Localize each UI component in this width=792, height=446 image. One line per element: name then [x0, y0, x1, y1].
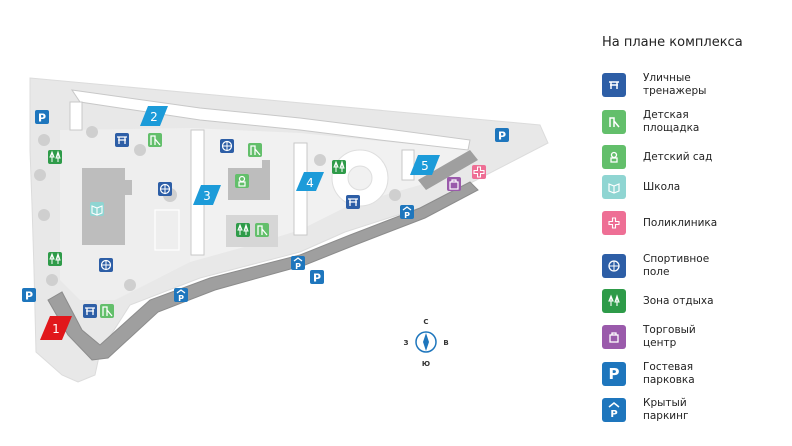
- legend-item-clinic[interactable]: Поликлиника: [602, 211, 723, 235]
- kindergarten-icon[interactable]: [234, 173, 250, 189]
- covered-parking-icon[interactable]: [399, 204, 415, 221]
- svg-text:P: P: [610, 409, 617, 419]
- legend-label: Школа: [643, 180, 681, 193]
- building-5: [401, 149, 415, 181]
- guest-parking-icon[interactable]: [310, 270, 324, 285]
- legend-item-guest-parking[interactable]: P Гостевая парковка: [602, 361, 723, 387]
- playground-icon[interactable]: [147, 132, 163, 148]
- legend-label: Детский сад: [643, 150, 713, 163]
- building-marker-2[interactable]: 2: [140, 106, 168, 126]
- building-number: 4: [306, 176, 314, 190]
- building-marker-1[interactable]: 1: [40, 316, 72, 340]
- covered-parking-icon[interactable]: [173, 287, 189, 304]
- sports-field-icon: [602, 254, 626, 278]
- street-workout-icon: [602, 73, 626, 97]
- building-number: 1: [52, 322, 60, 336]
- sports-field-icon[interactable]: [219, 138, 235, 154]
- building-marker-4[interactable]: 4: [296, 172, 324, 191]
- school-icon: [602, 175, 626, 199]
- shopping-icon: [602, 325, 626, 349]
- compass-east: В: [443, 339, 448, 347]
- shopping-icon[interactable]: [446, 176, 462, 192]
- sports-area: [226, 215, 278, 247]
- building-north-end: [69, 101, 83, 131]
- playground-icon[interactable]: [99, 303, 115, 319]
- building-number: 3: [203, 189, 211, 203]
- sports-field-icon[interactable]: [157, 181, 173, 197]
- compass-west: З: [404, 339, 409, 347]
- compass: С Ю З В: [404, 318, 449, 368]
- school-building: [82, 168, 132, 245]
- recreation-icon[interactable]: [331, 159, 347, 175]
- legend-item-playground[interactable]: Детская площадка: [602, 109, 723, 135]
- building-number: 5: [421, 159, 429, 173]
- legend-label: Торговый центр: [643, 324, 696, 349]
- legend-item-covered-parking[interactable]: P Крытый паркинг: [602, 397, 723, 423]
- street-workout-icon[interactable]: [114, 132, 130, 148]
- school-icon[interactable]: [89, 201, 105, 217]
- legend-label: Гостевая парковка: [643, 361, 695, 386]
- legend-label: Поликлиника: [643, 216, 718, 229]
- building-marker-3[interactable]: 3: [193, 185, 221, 205]
- legend-item-school[interactable]: Школа: [602, 175, 723, 199]
- recreation-icon[interactable]: [235, 222, 251, 238]
- clinic-icon: [602, 211, 626, 235]
- guest-parking-icon[interactable]: [35, 110, 49, 125]
- legend-item-sports-field[interactable]: Спортивное поле: [602, 253, 723, 279]
- kindergarten-icon: [602, 145, 626, 169]
- covered-parking-icon: P: [602, 398, 626, 422]
- compass-north: С: [423, 318, 428, 326]
- legend-label: Спортивное поле: [643, 253, 710, 278]
- recreation-icon[interactable]: [47, 251, 63, 267]
- legend-title: На плане комплекса: [602, 35, 743, 50]
- legend-label: Крытый паркинг: [643, 397, 689, 422]
- football-field: [154, 209, 180, 251]
- building-marker-5[interactable]: 5: [410, 155, 440, 175]
- guest-parking-icon[interactable]: [22, 288, 36, 303]
- legend-item-shopping[interactable]: Торговый центр: [602, 324, 723, 350]
- legend-item-kindergarten[interactable]: Детский сад: [602, 145, 723, 169]
- playground-icon[interactable]: [247, 142, 263, 158]
- building-number: 2: [150, 110, 158, 124]
- complex-map: P P 1 2: [22, 77, 549, 383]
- clinic-icon[interactable]: [471, 164, 487, 180]
- recreation-icon[interactable]: [47, 149, 63, 165]
- legend-item-recreation[interactable]: Зона отдыха: [602, 289, 723, 313]
- recreation-icon: [602, 289, 626, 313]
- building-south: [47, 181, 479, 361]
- covered-parking-icon[interactable]: [290, 255, 306, 272]
- playground-icon: [602, 110, 626, 134]
- legend-label: Детская площадка: [643, 109, 700, 134]
- guest-parking-icon[interactable]: [495, 128, 509, 143]
- compass-south: Ю: [422, 360, 430, 368]
- building-east: [418, 150, 478, 190]
- playground-icon[interactable]: [254, 222, 270, 238]
- legend-label: Уличные тренажеры: [643, 72, 707, 97]
- street-workout-icon[interactable]: [82, 303, 98, 319]
- street-workout-icon[interactable]: [345, 194, 361, 210]
- legend-label: Зона отдыха: [643, 294, 714, 307]
- sports-field-icon[interactable]: [98, 257, 114, 273]
- guest-parking-icon: P: [602, 362, 626, 386]
- legend-item-street-workout[interactable]: Уличные тренажеры: [602, 72, 723, 98]
